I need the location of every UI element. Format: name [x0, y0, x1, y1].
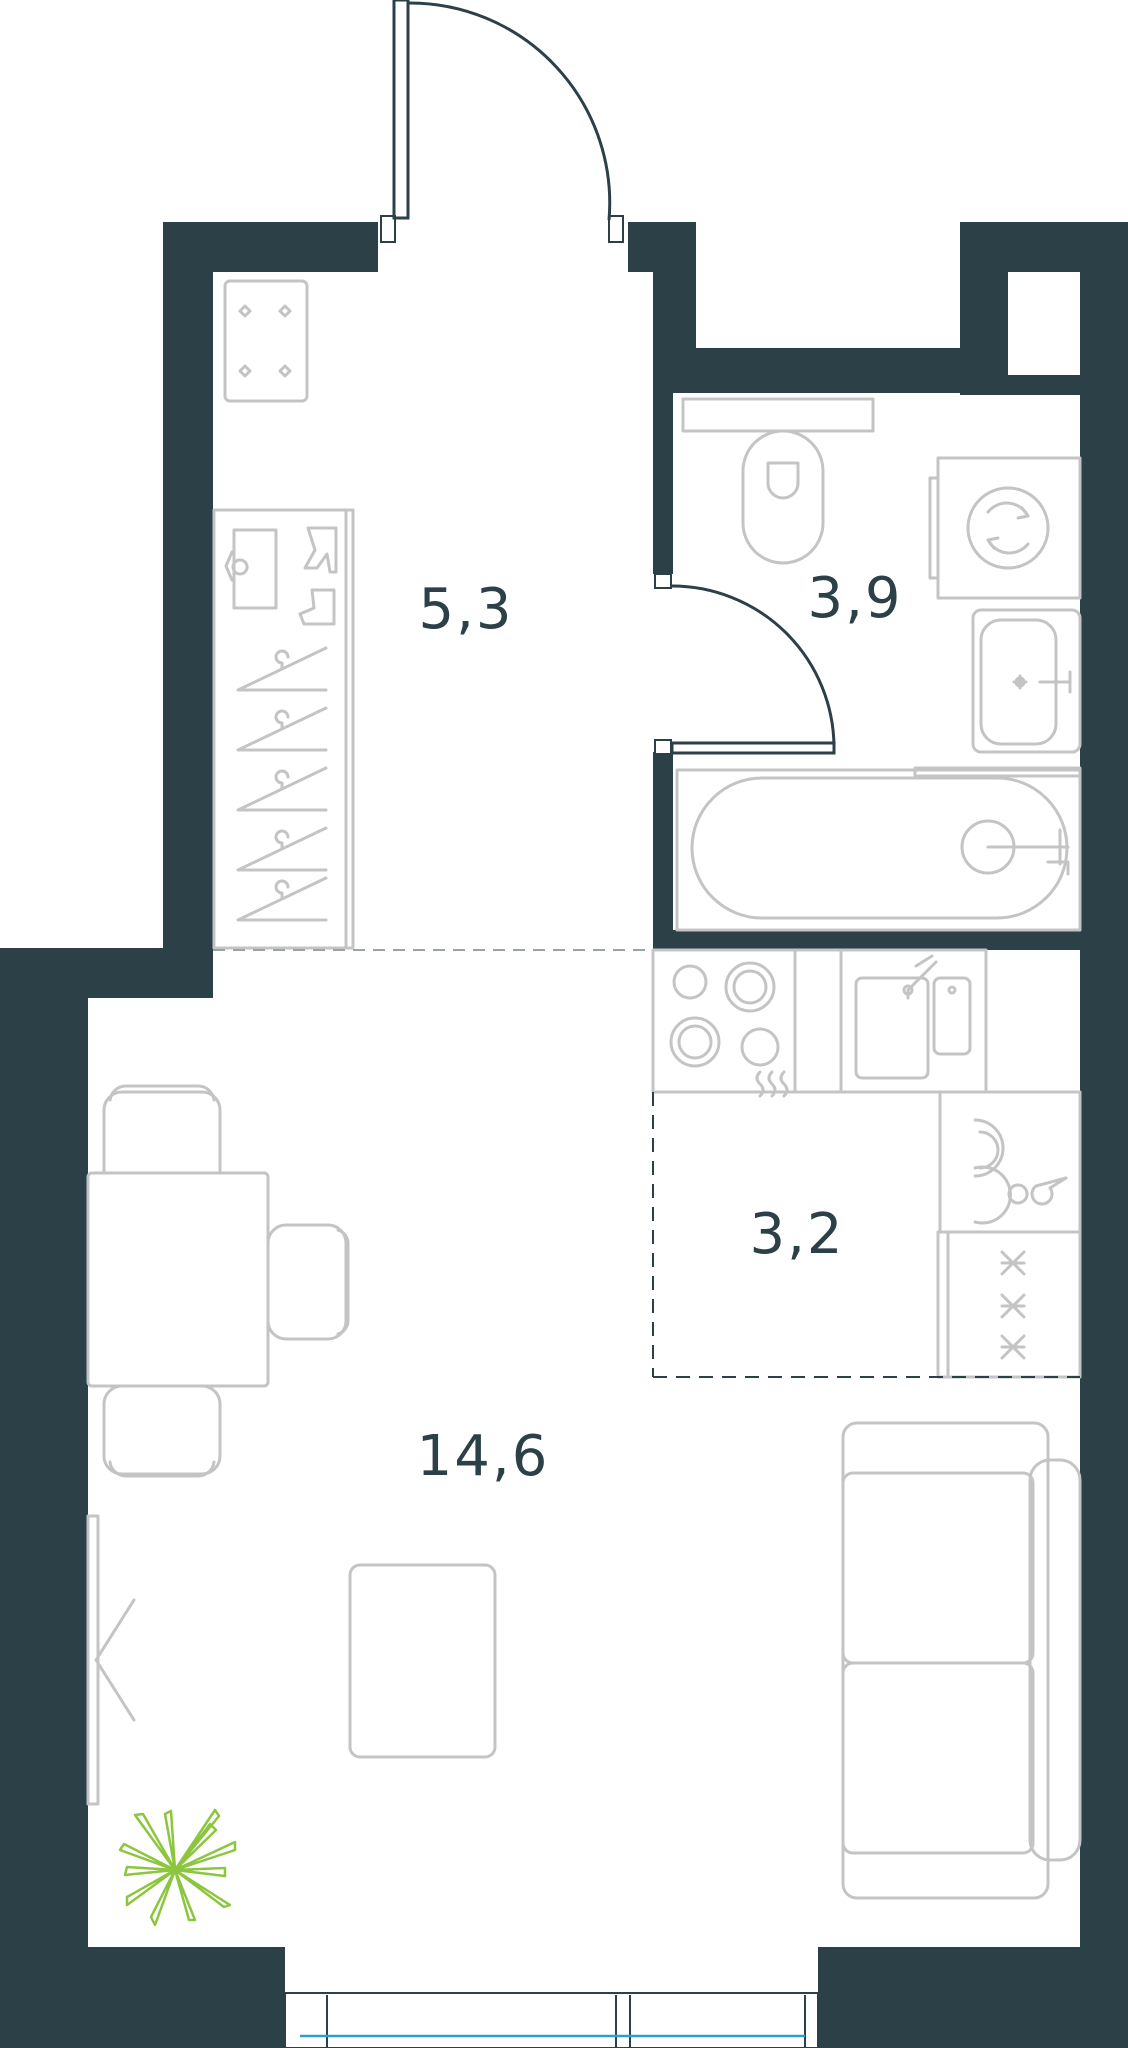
wall-right-outer — [1080, 222, 1128, 2048]
chair-bottom — [102, 1384, 222, 1476]
door-leaf — [392, 0, 410, 220]
bathroom — [675, 397, 1082, 932]
walls — [0, 222, 1128, 2048]
wall-bath-left-upper — [653, 352, 673, 574]
hallway-furniture — [212, 279, 355, 950]
bathroom-door — [654, 573, 836, 755]
tv-icon — [94, 1598, 136, 1722]
bathtub — [675, 768, 1082, 932]
toilet-tank — [681, 397, 875, 433]
shoe-icon — [298, 588, 336, 626]
chair-right — [266, 1223, 348, 1341]
bathroom-area-label: 3,9 — [807, 566, 902, 631]
kitchen-area-label: 3,2 — [749, 1202, 844, 1267]
shoe-cabinet — [223, 279, 309, 403]
wall-top-left — [163, 222, 378, 272]
dishes-icon — [973, 1118, 1068, 1225]
tv-stand — [86, 1514, 100, 1806]
wall-bath-top — [653, 348, 963, 393]
dishes-counter — [938, 1090, 1082, 1234]
sink-cabinet — [971, 608, 1082, 754]
door-jamb-left — [380, 215, 396, 243]
wall-corridor-right — [653, 222, 696, 352]
door-swing-icon — [407, 1, 612, 221]
zone-dividers — [213, 949, 1080, 1378]
snowflake-icon — [1000, 1250, 1026, 1360]
kitchen — [651, 948, 1082, 1379]
sink-counter — [839, 948, 988, 1094]
sofa — [841, 1421, 1082, 1900]
living-room-area-label: 14,6 — [417, 1424, 550, 1489]
window — [284, 1992, 819, 2048]
door-swing-icon — [671, 584, 836, 747]
mirror — [232, 528, 278, 610]
cabinet-dots — [238, 304, 292, 378]
wardrobe — [212, 508, 355, 950]
wall-bath-bottom — [653, 930, 1080, 950]
wall-bottom-right — [818, 1947, 1128, 2048]
plant-icon — [118, 1808, 237, 1927]
entrance-door — [380, 0, 624, 243]
window-frame — [284, 1992, 819, 2048]
boot-icon — [303, 526, 338, 574]
kitchen-sink-icon — [854, 976, 930, 1080]
hangers — [236, 646, 328, 922]
living-room-furniture — [86, 1084, 1082, 1927]
wall-hall-left — [163, 222, 213, 992]
stove-icon — [669, 961, 789, 1098]
hallway-area-label: 5,3 — [418, 577, 513, 642]
bag-icon — [224, 550, 249, 582]
washing-machine — [936, 456, 1082, 600]
wall-bottom-left — [0, 1947, 285, 2048]
toilet-icon — [741, 429, 825, 565]
dining-table — [86, 1171, 270, 1388]
wall-bath-left-lower — [653, 752, 673, 948]
wall-living-top — [0, 948, 213, 998]
washing-machine-icon — [966, 486, 1050, 570]
wall-left-outer — [0, 948, 88, 2048]
coffee-table — [348, 1563, 497, 1759]
door-jamb-right — [608, 215, 624, 243]
